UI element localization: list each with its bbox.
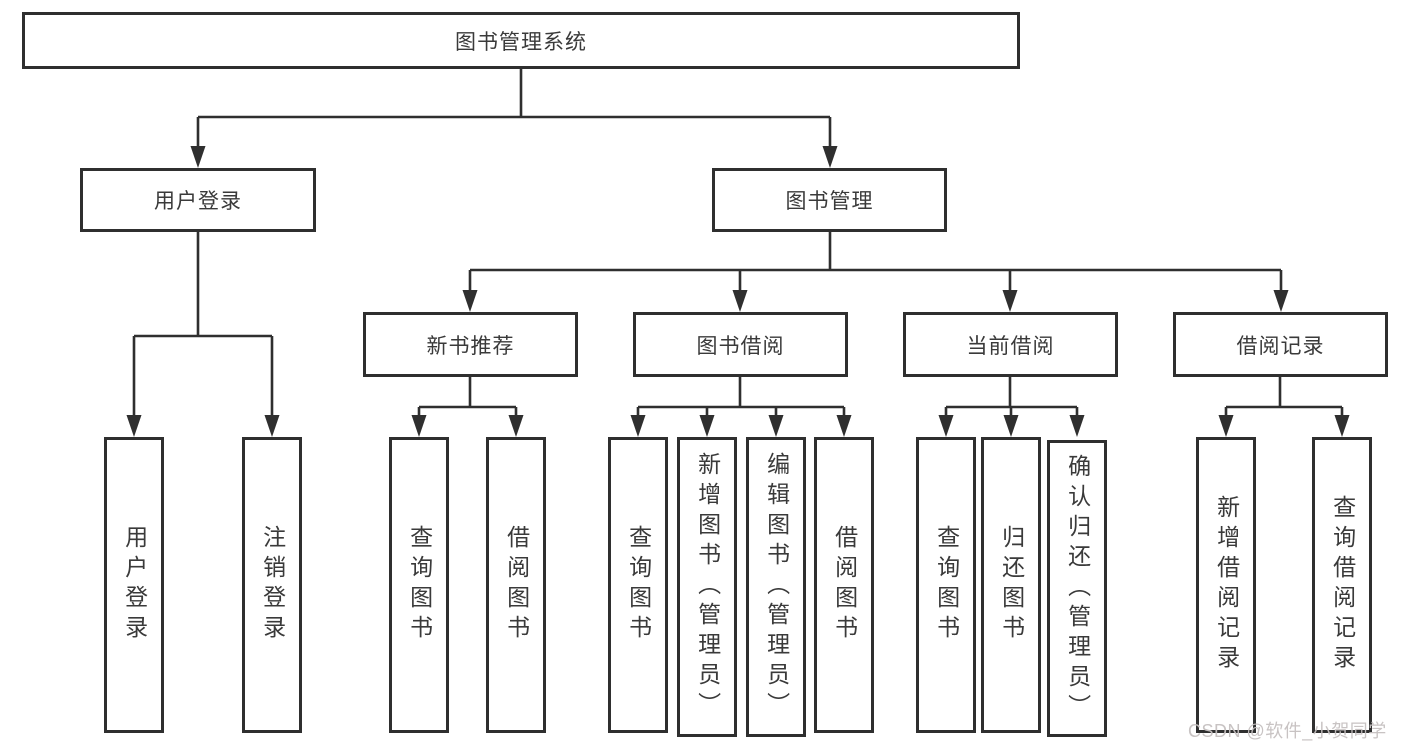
arrow-head <box>699 415 715 437</box>
node-book-borrowing: 图书借阅 <box>633 312 848 377</box>
node-library-management-system: 图书管理系统 <box>22 12 1020 69</box>
arrow-head <box>508 415 524 437</box>
leaf-add-books-admin: 新增图书（管理员） <box>677 437 737 737</box>
arrow-head <box>1002 290 1018 312</box>
arrow-head <box>836 415 852 437</box>
leaf-recommend-borrow-books: 借阅图书 <box>486 437 546 733</box>
node-user-login: 用户登录 <box>80 168 316 232</box>
arrow-head <box>1069 415 1085 437</box>
leaf-add-borrow-record: 新增借阅记录 <box>1196 437 1256 733</box>
arrow-head <box>938 415 954 437</box>
leaf-user-login: 用户登录 <box>104 437 164 733</box>
arrow-head <box>1273 290 1289 312</box>
leaf-label: 新增借阅记录 <box>1213 495 1240 675</box>
arrow-head <box>822 146 838 168</box>
arrow-head <box>732 290 748 312</box>
leaf-query-borrow-record: 查询借阅记录 <box>1312 437 1372 733</box>
node-borrowing-records: 借阅记录 <box>1173 312 1388 377</box>
arrow-head <box>768 415 784 437</box>
node-current-borrowing: 当前借阅 <box>903 312 1118 377</box>
leaf-label: 归还图书 <box>998 525 1025 645</box>
leaf-label: 新增图书（管理员） <box>694 452 721 722</box>
node-label: 新书推荐 <box>426 334 515 358</box>
leaf-return-books: 归还图书 <box>981 437 1041 733</box>
node-label: 借阅记录 <box>1236 334 1325 358</box>
node-label: 图书借阅 <box>696 334 785 358</box>
arrow-head <box>264 415 280 437</box>
tree-edges <box>132 69 1344 419</box>
leaf-label: 查询图书 <box>625 525 652 645</box>
leaf-edit-books-admin: 编辑图书（管理员） <box>746 437 806 737</box>
node-label: 图书管理 <box>785 190 874 213</box>
leaf-label: 注销登录 <box>259 525 286 645</box>
leaf-borrowing-borrow-books: 借阅图书 <box>814 437 874 733</box>
leaf-label: 借阅图书 <box>831 525 858 645</box>
node-label: 图书管理系统 <box>455 30 587 54</box>
node-new-book-recommendation: 新书推荐 <box>363 312 578 377</box>
leaf-logout: 注销登录 <box>242 437 302 733</box>
arrow-head <box>126 415 142 437</box>
arrow-heads <box>126 146 1350 437</box>
csdn-watermark: CSDN @软件_小贺同学 <box>1188 721 1387 741</box>
arrow-head <box>1003 415 1019 437</box>
leaf-label: 查询图书 <box>933 525 960 645</box>
arrow-head <box>190 146 206 168</box>
leaf-label: 编辑图书（管理员） <box>763 452 790 722</box>
arrow-head <box>462 290 478 312</box>
leaf-current-query-books: 查询图书 <box>916 437 976 733</box>
leaf-label: 借阅图书 <box>503 525 530 645</box>
leaf-borrowing-query-books: 查询图书 <box>608 437 668 733</box>
leaf-label: 查询图书 <box>406 525 433 645</box>
node-label: 当前借阅 <box>966 334 1055 358</box>
leaf-label: 用户登录 <box>121 525 148 645</box>
arrow-head <box>630 415 646 437</box>
leaf-recommend-query-books: 查询图书 <box>389 437 449 733</box>
arrow-head <box>1334 415 1350 437</box>
node-label: 用户登录 <box>154 190 242 213</box>
node-book-management: 图书管理 <box>712 168 947 232</box>
leaf-label: 查询借阅记录 <box>1329 495 1356 675</box>
arrow-head <box>1218 415 1234 437</box>
leaf-label: 确认归还（管理员） <box>1064 453 1091 724</box>
leaf-confirm-return-admin: 确认归还（管理员） <box>1047 440 1107 737</box>
arrow-head <box>411 415 427 437</box>
